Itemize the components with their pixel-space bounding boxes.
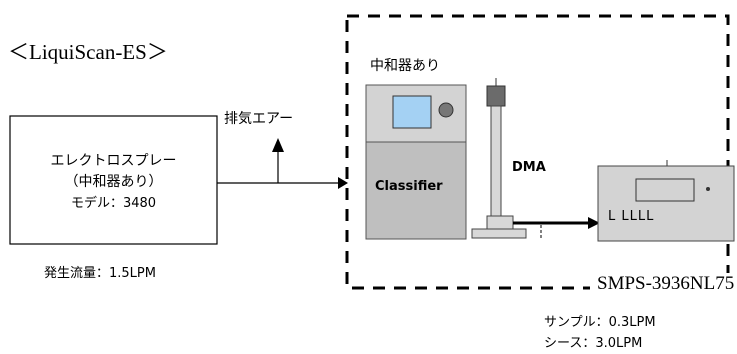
electrospray-name: エレクトロスプレー <box>50 153 177 169</box>
dma-platform <box>471 228 527 239</box>
smps-boundary <box>345 20 590 290</box>
dma-base <box>486 215 514 231</box>
sheath-flow-label: シース：3.0LPM <box>544 336 643 351</box>
smps-model-label: SMPS-3936NL75 <box>594 273 737 295</box>
electrospray-label-block: エレクトロスプレー （中和器あり） モデル：3480 <box>10 151 217 214</box>
electrospray-box <box>9 115 218 245</box>
dma-label: DMA <box>512 160 546 175</box>
generation-flow-label: 発生流量：1.5LPM <box>44 266 156 281</box>
neutralizer-label: 中和器あり <box>370 58 440 74</box>
classifier-label: Classifier <box>375 179 443 194</box>
electrospray-neutralizer: （中和器あり） <box>64 174 163 190</box>
classifier-knob <box>438 102 454 118</box>
page-title: ＜LiquiScan-ES＞ <box>8 40 168 64</box>
dma-to-cpc-arrow <box>588 217 600 229</box>
dma-column <box>490 105 502 217</box>
electrospray-model: モデル：3480 <box>70 196 157 211</box>
classifier-bottom <box>365 141 467 240</box>
cpc-screen <box>635 178 695 202</box>
flow-arrow-head <box>338 177 348 189</box>
cpc-box <box>597 165 735 242</box>
exhaust-air-label: 排気エアー <box>224 111 294 127</box>
sample-flow-label: サンプル：0.3LPM <box>544 315 656 330</box>
exhaust-arrow-head <box>272 138 284 152</box>
cpc-display-text: L LLLL <box>608 209 655 224</box>
dma-top-cap <box>486 85 506 107</box>
smps-boundary-top <box>347 14 730 290</box>
cpc-led <box>706 187 710 191</box>
classifier-screen <box>392 95 432 129</box>
